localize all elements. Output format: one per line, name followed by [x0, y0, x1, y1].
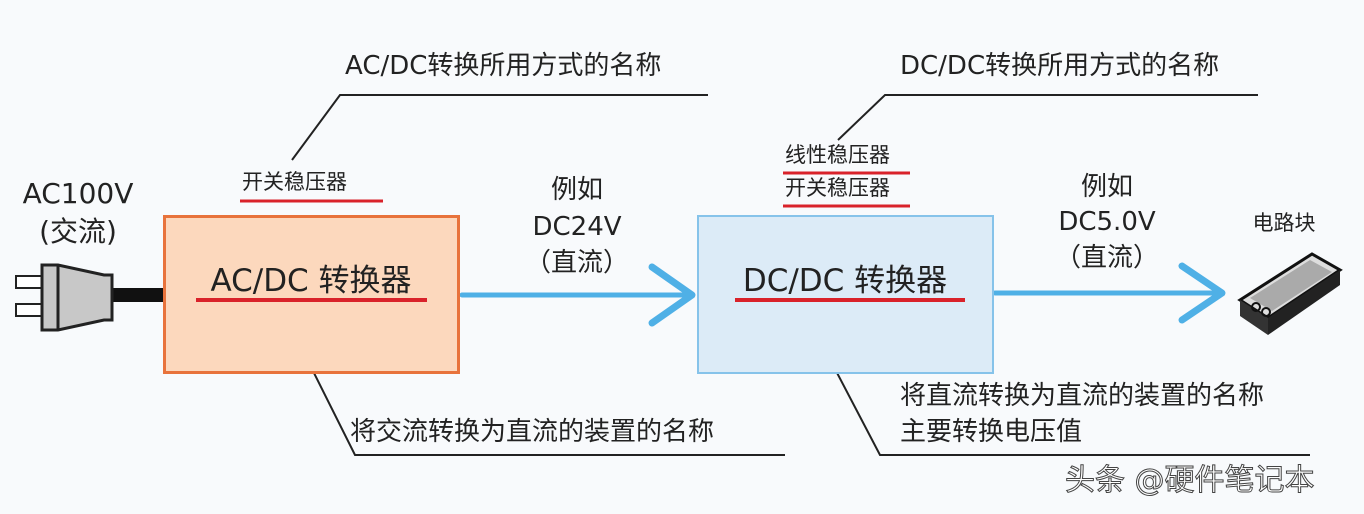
dc-dc-method-2: 开关稳压器 [785, 176, 890, 200]
ac-dc-label: AC/DC 转换器 [210, 263, 412, 299]
power-plug-icon [15, 263, 165, 332]
ac-dc-description: 将交流转换为直流的装置的名称 [350, 417, 715, 447]
dc-dc-description-1: 将直流转换为直流的装置的名称 [900, 381, 1265, 411]
middle-type: （直流） [524, 248, 630, 278]
output-example: 例如 [1080, 172, 1134, 202]
middle-example: 例如 [550, 175, 604, 205]
dc-dc-method-1: 线性稳压器 [785, 143, 890, 167]
input-voltage: AC100V [22, 177, 134, 210]
watermark: 头条 @硬件笔记本 [1065, 463, 1316, 498]
callout-dc-dc-method: DC/DC转换所用方式的名称 [900, 51, 1220, 81]
load-label: 电路块 [1252, 211, 1316, 235]
dc-dc-label: DC/DC 转换器 [742, 263, 948, 299]
output-voltage: DC5.0V [1058, 207, 1156, 237]
circuit-block-icon [1237, 252, 1343, 335]
dc-dc-description-2: 主要转换电压值 [900, 417, 1083, 447]
arrow-ac-to-dc [459, 263, 696, 327]
input-type: (交流) [39, 215, 117, 248]
dc-dc-converter-box [697, 215, 994, 374]
leader-line-top-right [837, 94, 1258, 141]
ac-dc-method: 开关稳压器 [242, 170, 347, 194]
ac-dc-converter-box [163, 215, 460, 374]
arrow-dc-to-load [992, 262, 1226, 324]
callout-ac-dc-method: AC/DC转换所用方式的名称 [345, 51, 662, 81]
middle-voltage: DC24V [532, 212, 622, 242]
output-type: （直流） [1054, 243, 1160, 273]
leader-line-top-left [291, 94, 708, 161]
